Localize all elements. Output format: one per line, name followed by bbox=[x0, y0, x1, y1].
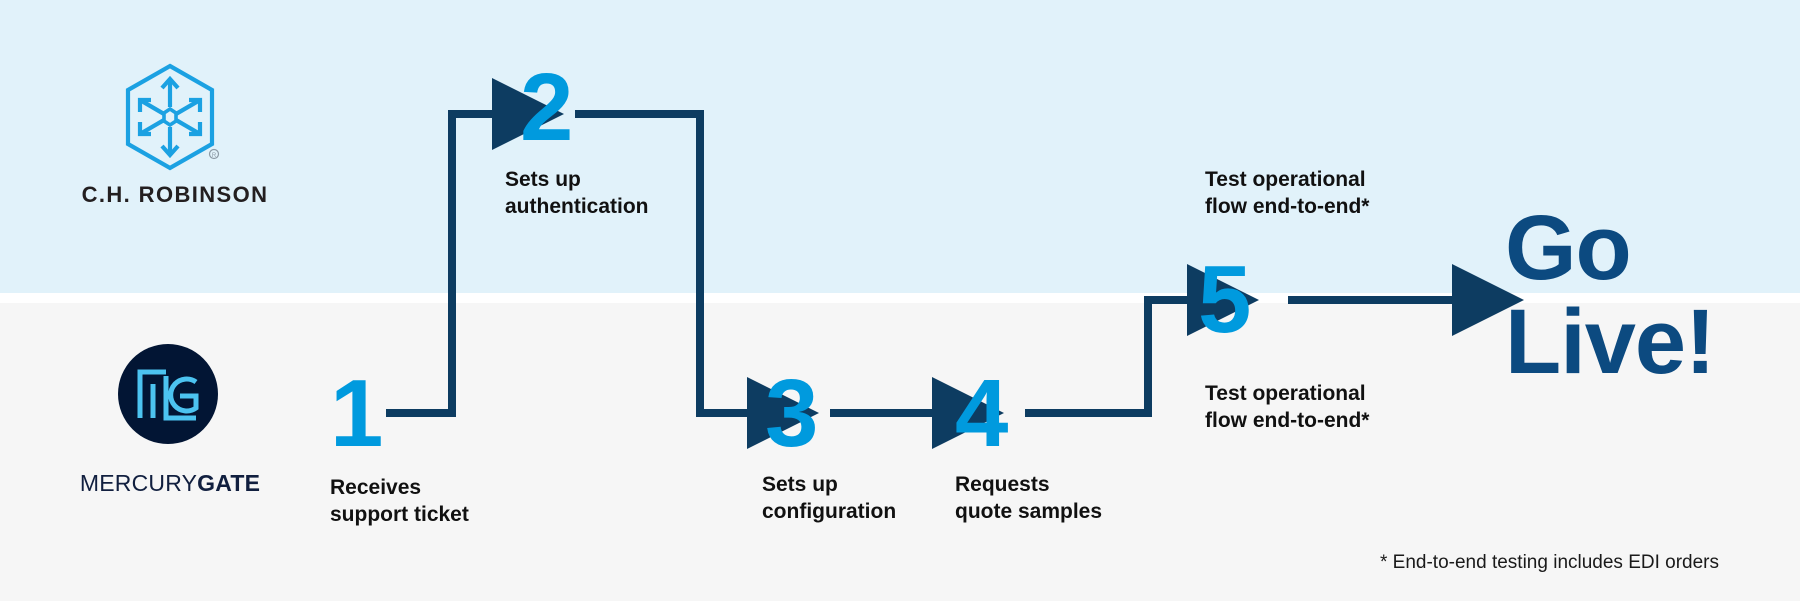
step-caption-4: Requests quote samples bbox=[955, 473, 1103, 523]
step-caption-5-below: Test operational flow end-to-end* bbox=[1205, 382, 1370, 432]
step-caption-2: Sets up authentication bbox=[505, 168, 649, 218]
step-number-4: 4 bbox=[955, 360, 1009, 467]
step-number-3: 3 bbox=[765, 360, 819, 467]
step-number-2: 2 bbox=[520, 54, 574, 161]
go-live-label: Go Live! bbox=[1505, 197, 1716, 393]
mercurygate-mg-mark-icon bbox=[136, 366, 200, 422]
svg-text:R: R bbox=[212, 153, 217, 159]
footnote-text: * End-to-end testing includes EDI orders bbox=[1380, 552, 1720, 573]
lane-divider bbox=[0, 293, 1800, 303]
step-number-5: 5 bbox=[1198, 246, 1252, 353]
step-caption-1: Receives support ticket bbox=[330, 476, 469, 526]
step-caption-3: Sets up configuration bbox=[762, 473, 897, 523]
step-number-1: 1 bbox=[330, 360, 384, 467]
mercurygate-wordmark: MERCURYGATE bbox=[50, 470, 290, 497]
bottom-lane-band bbox=[0, 303, 1800, 601]
mercurygate-wordmark-light: MERCURY bbox=[79, 470, 198, 496]
mercurygate-wordmark-bold: GATE bbox=[197, 470, 261, 496]
chrobinson-wordmark: C.H. ROBINSON bbox=[81, 182, 269, 207]
step-caption-5-above: Test operational flow end-to-end* bbox=[1205, 168, 1370, 218]
chrobinson-hexagon-arrows-icon: R bbox=[120, 62, 220, 172]
top-lane-band bbox=[0, 0, 1800, 293]
